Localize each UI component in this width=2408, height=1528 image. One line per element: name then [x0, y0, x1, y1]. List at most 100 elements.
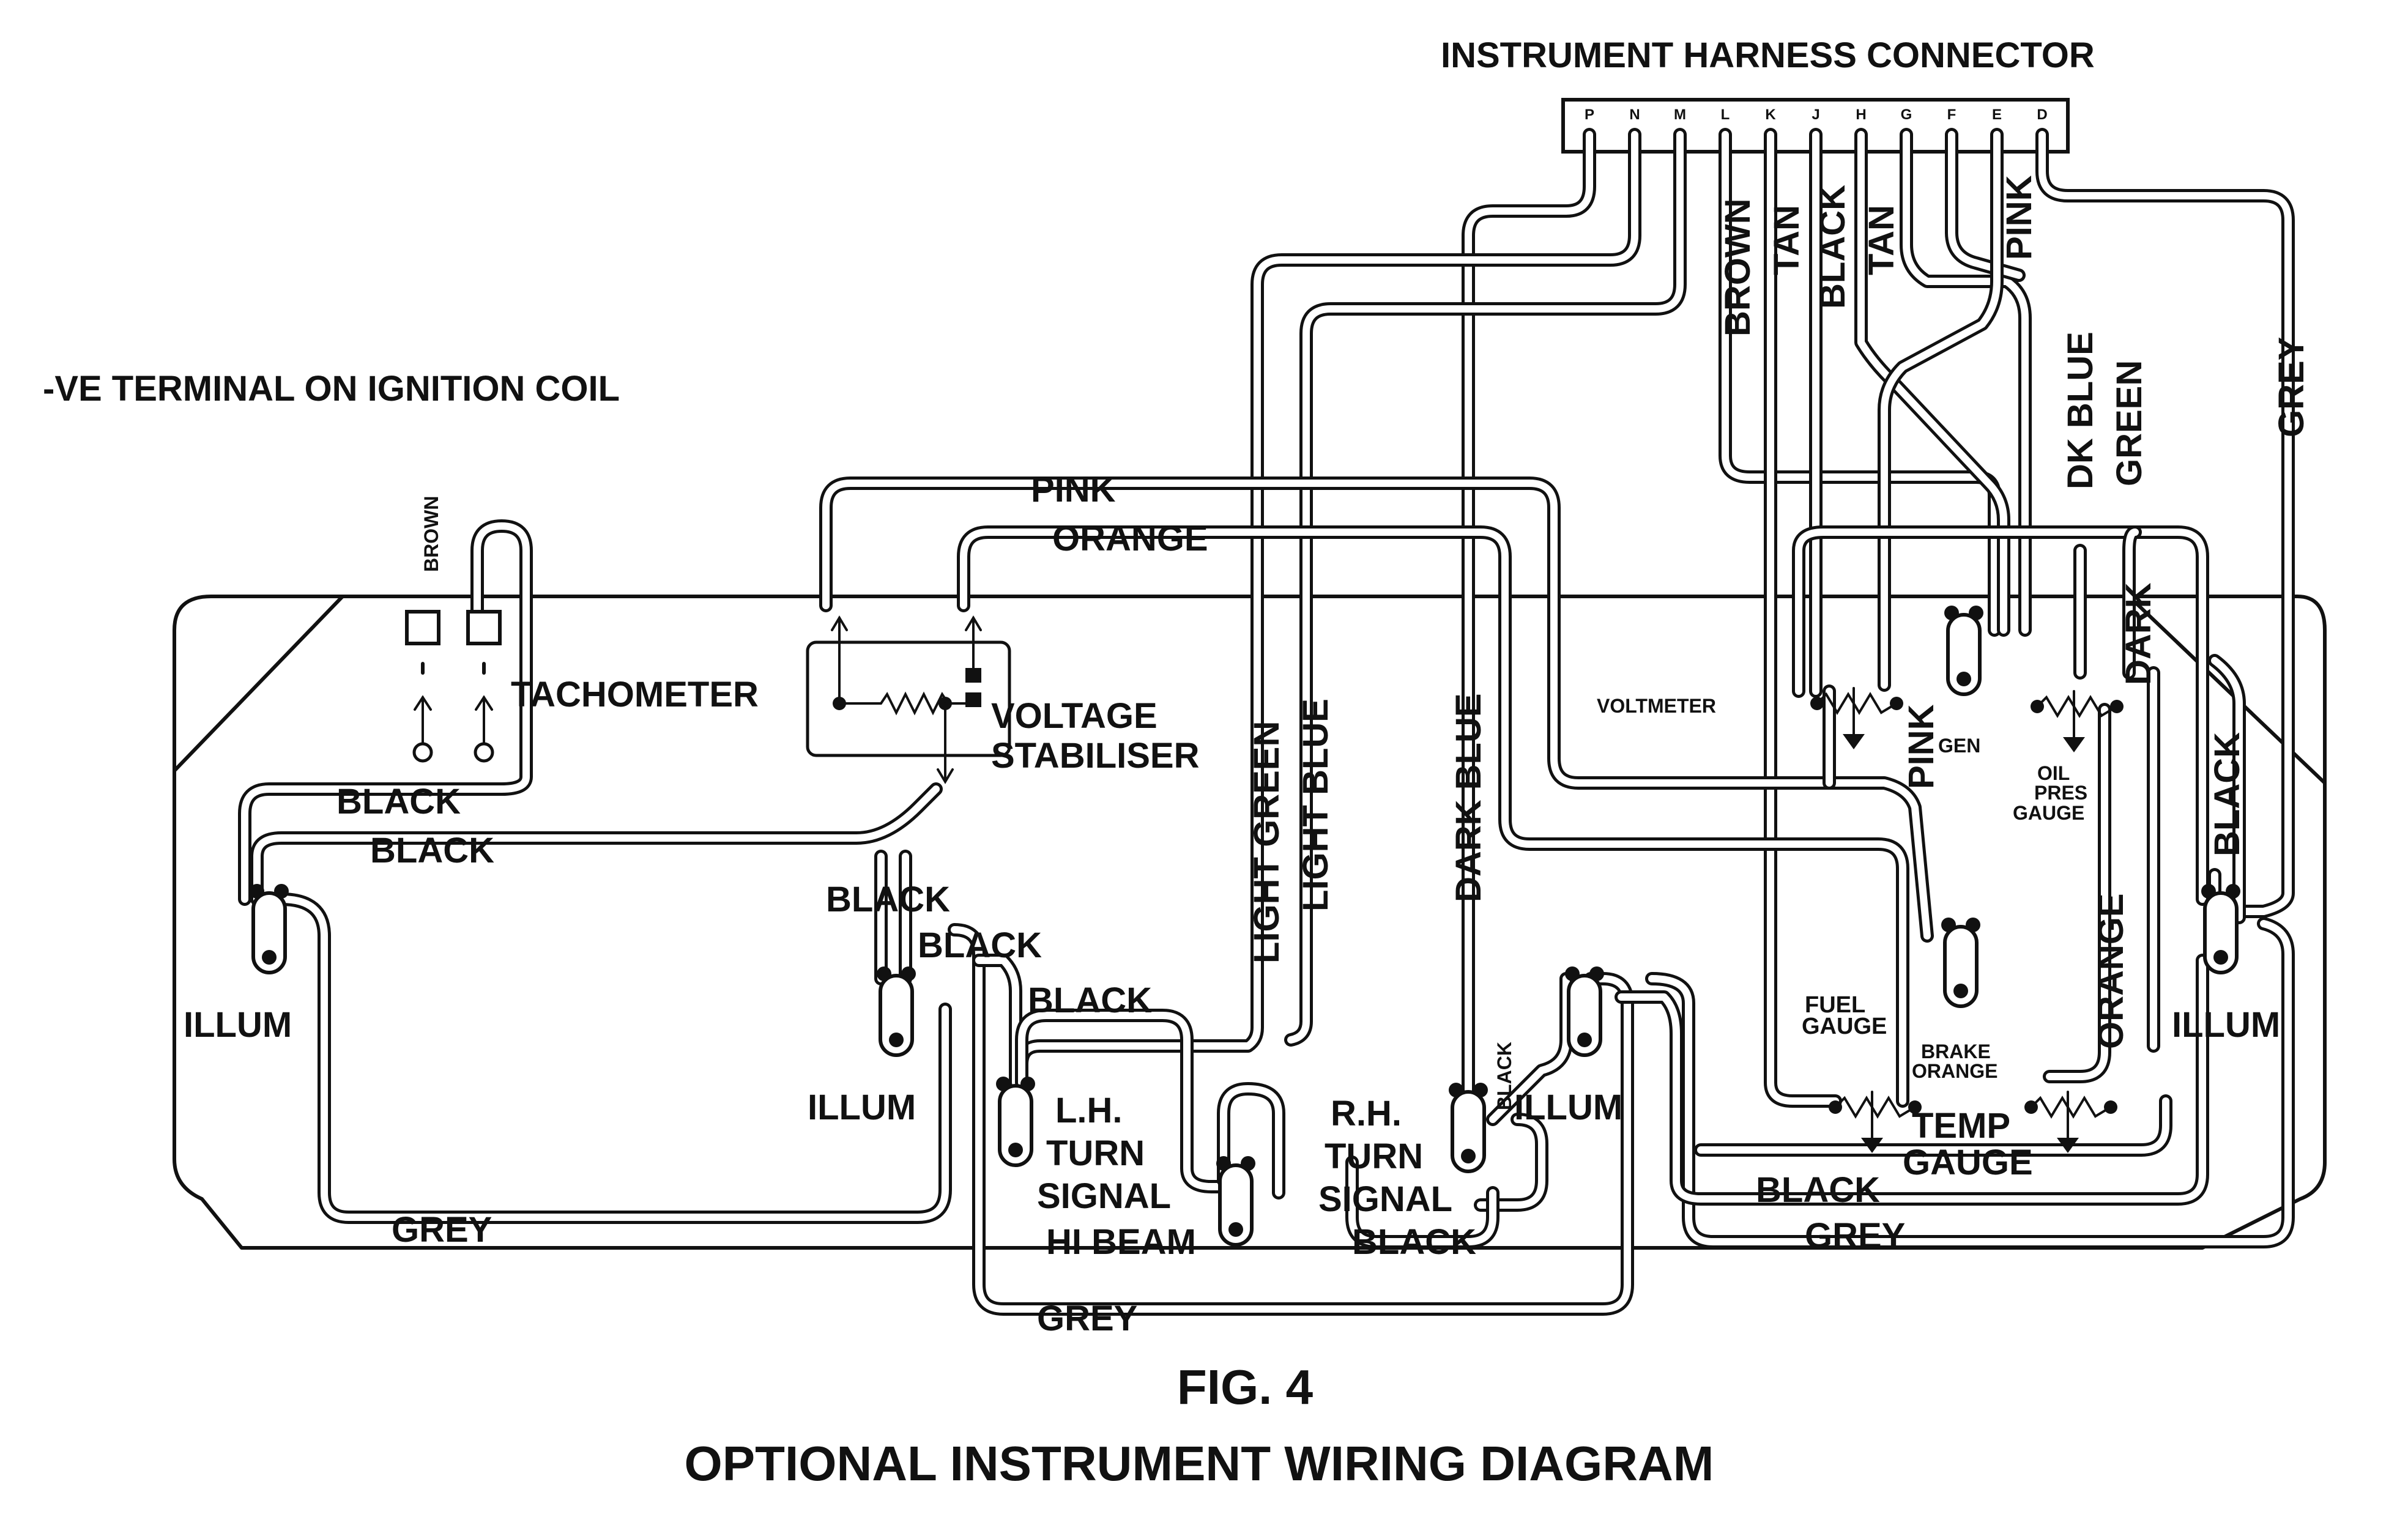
wire-core-17 [253, 785, 940, 903]
wire-core-13 [1795, 528, 2206, 903]
illum-label-1: ILLUM [184, 1005, 292, 1045]
gauge-terminal-b-3 [2104, 1100, 2117, 1114]
wire-core-35 [1697, 1097, 2169, 1154]
brake-label-2: ORANGE [1912, 1060, 1997, 1082]
wire-label-black-7: BLACK [1756, 1170, 1880, 1210]
wire-core-1 [1018, 131, 1638, 1123]
stabiliser-label: STABILISER [991, 736, 1200, 776]
bulb-3 [2203, 891, 2239, 974]
gauge-terminal-a-3 [2024, 1100, 2038, 1114]
wire-label-tan-1: TAN [1767, 205, 1807, 275]
bulb-filament-2 [1577, 1033, 1592, 1047]
lh-label-2: TURN [1046, 1133, 1145, 1173]
harness-pin-p: P [1585, 106, 1594, 123]
bulb-filament-5 [1228, 1222, 1243, 1237]
gauge-resistor-3 [2030, 1096, 2112, 1119]
panel-corner-left [173, 595, 344, 773]
wire-label-black-2: BLACK [370, 831, 494, 870]
wire-core-21 [951, 926, 1631, 1313]
wire-core-15 [2125, 528, 2139, 677]
gauge-terminal-b-0 [1890, 697, 1903, 710]
bulb-6 [1451, 1090, 1486, 1173]
bulb-terminal-b-1 [901, 966, 916, 981]
temp-label-2: GAUGE [1903, 1143, 2033, 1182]
figure-title: OPTIONAL INSTRUMENT WIRING DIAGRAM [685, 1436, 1714, 1491]
gauge-terminal-b-1 [2110, 700, 2124, 713]
wire-label-green: GREEN [2109, 360, 2149, 486]
bulb-4 [998, 1084, 1033, 1167]
gauge-terminal-a-2 [1829, 1100, 1842, 1114]
bulb-1 [879, 974, 914, 1057]
bulb-5 [1218, 1163, 1254, 1247]
bulb-filament-8 [1956, 672, 1971, 686]
wire-label-brown-coil: BROWN [420, 496, 442, 572]
wire-label-dk-blue: DK BLUE [2061, 332, 2100, 489]
wire-label-pink-gen: PINK [1901, 704, 1941, 789]
harness-pin-l: L [1721, 106, 1730, 123]
lamps [250, 606, 2240, 1247]
wire-core-0 [1465, 131, 1593, 1123]
bulb-2 [1567, 974, 1602, 1057]
bulb-terminal-a-7 [1941, 918, 1956, 932]
wire-core-12 [960, 528, 1906, 1105]
gauge-terminal-b-2 [1908, 1100, 1922, 1114]
gauge-symbols [1810, 687, 2124, 1153]
rh-label-2: TURN [1325, 1137, 1423, 1176]
bulb-terminal-a-0 [250, 884, 264, 899]
gauge-arrow-2 [1861, 1138, 1883, 1153]
rh-label-1: R.H. [1331, 1094, 1402, 1133]
harness-pin-k: K [1765, 106, 1776, 123]
bulb-0 [251, 891, 287, 974]
wire-label-black-right: BLACK [2207, 732, 2247, 856]
bulb-terminal-a-2 [1565, 966, 1580, 981]
wire-core-30 [2211, 657, 2243, 921]
rh-label-3: SIGNAL [1318, 1179, 1452, 1219]
wire-core-29 [1618, 957, 2206, 1203]
wire-core-28 [1648, 920, 2292, 1245]
wire-label-black-5: BLACK [1028, 981, 1152, 1020]
bulb-terminal-b-5 [1241, 1156, 1255, 1171]
wire-label-pink: PINK [1031, 470, 1116, 510]
instrument-panel-outline [173, 595, 2327, 1250]
gauge-arrow-3 [2057, 1138, 2079, 1153]
wire-label-black-3: BLACK [826, 880, 950, 919]
wire-1 [1015, 128, 1641, 1126]
voltage-label: VOLTAGE [991, 696, 1158, 736]
gauge-arrow-0 [1843, 734, 1865, 749]
bulb-filament-4 [1008, 1143, 1023, 1157]
bulb-terminal-b-8 [1969, 606, 1983, 620]
lh-label-3: SIGNAL [1037, 1176, 1171, 1216]
temp-label-1: TEMP [1912, 1106, 2010, 1146]
wire-label-dark: DARK [2119, 582, 2158, 685]
bulb-terminal-b-2 [1589, 966, 1604, 981]
wire-core-24 [1220, 1085, 1282, 1196]
fuel-label-2: GAUGE [1802, 1014, 1887, 1039]
harness-title: INSTRUMENT HARNESS CONNECTOR [1441, 35, 2095, 75]
bulb-8 [1946, 613, 1982, 696]
bulb-terminal-a-5 [1216, 1156, 1231, 1171]
wire-label-grey-1: GREY [392, 1210, 492, 1250]
wire-core-22 [975, 957, 1019, 1086]
wire-label-black-1: BLACK [336, 782, 461, 821]
bulb-terminal-b-6 [1473, 1083, 1488, 1097]
bulb-terminal-a-4 [996, 1077, 1011, 1091]
wire-core-9 [1881, 131, 2001, 689]
figure-number: FIG. 4 [1177, 1360, 1314, 1414]
wire-label-orange: ORANGE [1052, 519, 1208, 558]
wire-core-4 [1767, 131, 1839, 1105]
wire-18 [275, 892, 952, 1224]
wire-label-light-blue: LIGHT BLUE [1296, 699, 1336, 911]
tacho-terminal-2 [466, 610, 502, 645]
bulb-7 [1943, 925, 1979, 1008]
wire-core-11 [822, 480, 1931, 940]
wire-label-pink-harness: PINK [1999, 175, 2039, 260]
harness-pin-j: J [1812, 106, 1819, 123]
bulb-terminal-a-1 [877, 966, 891, 981]
wire-label-black-harness: BLACK [1813, 185, 1852, 309]
wire-core-8 [1948, 131, 2023, 279]
bulb-terminal-b-0 [274, 884, 289, 899]
harness-pin-g: G [1901, 106, 1912, 123]
wire-label-orange-right: ORANGE [2091, 893, 2131, 1049]
harness-pin-m: M [1674, 106, 1686, 123]
